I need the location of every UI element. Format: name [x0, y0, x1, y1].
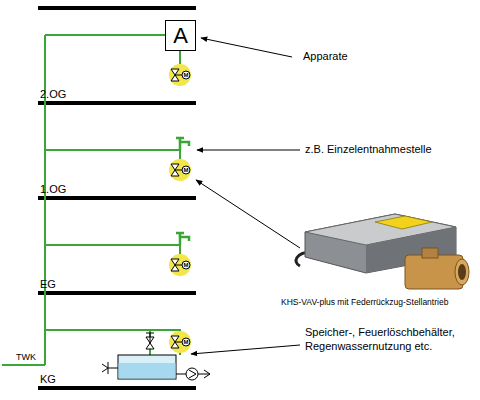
water-pipes — [2, 35, 180, 365]
valve-handle — [146, 333, 154, 343]
manual-valve — [146, 333, 154, 349]
valve-bore — [458, 264, 466, 280]
tank-water — [119, 363, 176, 379]
branch-pipe — [179, 50, 181, 64]
leader-arrow — [196, 180, 300, 248]
valve-highlight — [169, 331, 191, 353]
floor-slab — [38, 196, 196, 200]
branch-pipe — [45, 150, 180, 159]
motor-valve — [169, 159, 191, 181]
motor-circle — [182, 71, 190, 79]
branch-pipe — [45, 330, 180, 355]
leader-arrow — [201, 38, 292, 57]
product-caption: KHS-VAV-plus mit Federrückzug-Stellantri… — [281, 297, 448, 308]
pump-symbol — [186, 368, 198, 380]
floor-slab — [38, 386, 196, 390]
floor-label: 2.OG — [40, 88, 66, 102]
valve-stem — [175, 75, 182, 76]
callout-text: z.B. Einzelentnahmestelle — [305, 143, 432, 157]
pump-mark — [189, 370, 196, 378]
motor-letter: M — [182, 261, 190, 269]
apparatus-box: A — [165, 20, 196, 51]
valve-housing — [405, 255, 463, 289]
motor-circle — [182, 338, 190, 346]
motor-letter: M — [182, 71, 190, 79]
tap-spout — [180, 142, 189, 150]
pump-pipe — [176, 374, 186, 375]
valve-highlight — [169, 254, 191, 276]
storage-tank — [102, 355, 210, 380]
floor-slab — [38, 6, 196, 10]
actuator-label — [375, 216, 432, 229]
node-text: A — [173, 23, 188, 49]
tap-spout — [180, 237, 189, 245]
actuator-illustration — [296, 214, 469, 289]
riser-pipe — [44, 35, 46, 365]
callout-text: Apparate — [303, 50, 348, 64]
valve-highlight — [169, 159, 191, 181]
motor-valve — [169, 254, 191, 276]
motor-circle — [182, 261, 190, 269]
motor-valve — [169, 64, 191, 86]
tank-inlet — [102, 362, 118, 374]
callout-text: Speicher-, Feuerlöschbehälter, Regenwass… — [305, 326, 480, 354]
valve-stem — [175, 265, 182, 266]
leader-arrow — [191, 345, 300, 354]
motor-letter: M — [182, 166, 190, 174]
tap-symbol — [176, 138, 189, 150]
motor-letter: M — [182, 338, 190, 346]
pipe-label: TWK — [16, 352, 36, 363]
branch-pipe — [45, 245, 180, 254]
branch-pipe — [45, 34, 165, 36]
tap-symbol — [176, 233, 189, 245]
valve-neck — [422, 248, 438, 258]
supply-pipe — [2, 364, 45, 366]
motor-circle — [182, 166, 190, 174]
tap-handle — [176, 233, 184, 237]
motor-valve — [169, 331, 191, 353]
floor-label: EG — [40, 278, 56, 292]
floor-slab — [38, 291, 196, 295]
pump-outlet — [198, 370, 210, 378]
valve-stem — [175, 170, 182, 171]
floor-label: KG — [40, 373, 56, 387]
valve-port — [455, 259, 469, 285]
tap-handle — [176, 138, 184, 142]
floor-slab — [38, 101, 196, 105]
valve-highlight — [169, 64, 191, 86]
valve-stem — [175, 342, 182, 343]
leader-arrow — [197, 150, 300, 151]
floor-slabs — [38, 8, 196, 388]
floor-label: 1.OG — [40, 183, 66, 197]
tank-outline — [118, 355, 176, 379]
